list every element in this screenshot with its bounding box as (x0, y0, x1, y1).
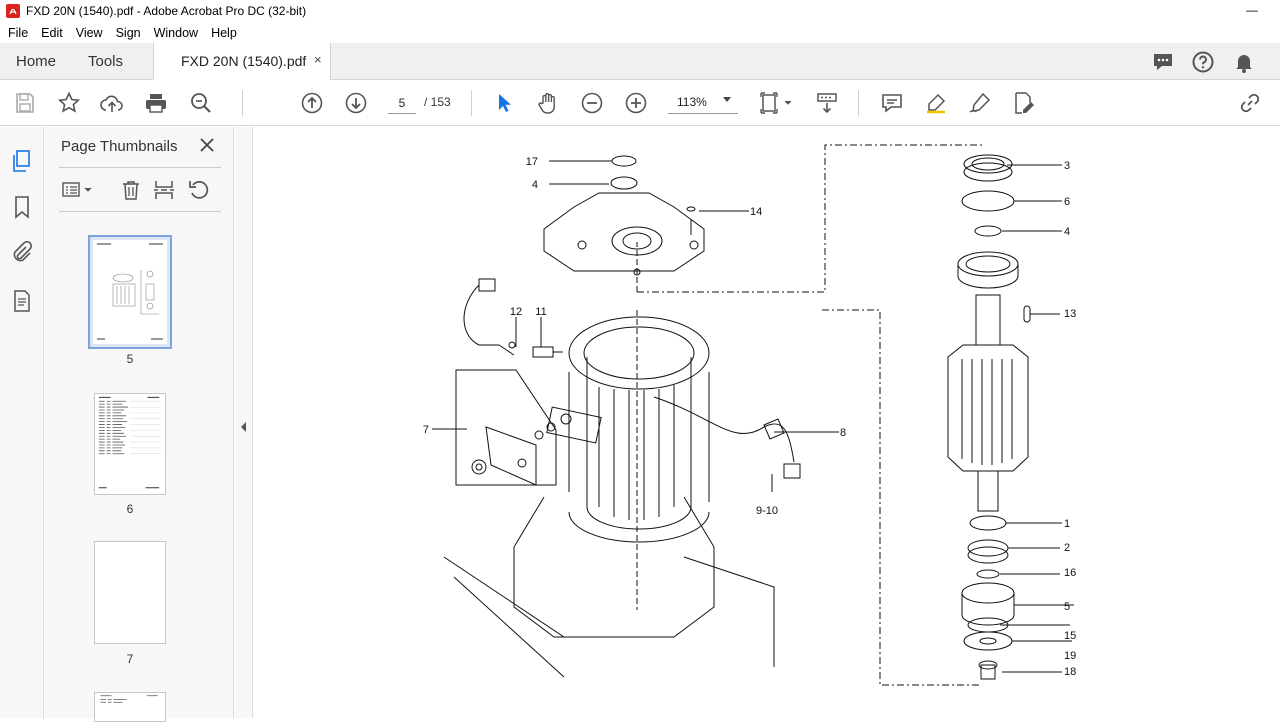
panel-divider (59, 167, 221, 168)
callout-5: 5 (1064, 601, 1070, 613)
callout-16: 16 (1064, 567, 1076, 579)
help-icon[interactable] (1191, 50, 1215, 74)
share-link-icon[interactable] (1238, 91, 1262, 115)
zoom-in-icon[interactable] (624, 91, 648, 115)
tab-home[interactable]: Home (16, 53, 57, 70)
callout-6: 6 (1064, 196, 1070, 208)
thumbnail-page-6-preview (98, 396, 162, 489)
bookmarks-icon[interactable] (10, 195, 34, 219)
callout-8: 8 (840, 427, 846, 439)
title-bar: FXD 20N (1540).pdf - Adobe Acrobat Pro D… (0, 0, 1280, 22)
delete-trash-icon[interactable] (119, 178, 143, 202)
chevron-down-icon (723, 97, 731, 102)
split-pages-icon[interactable] (152, 178, 176, 202)
callout-1: 1 (1064, 518, 1070, 530)
hand-tool-icon[interactable] (536, 91, 560, 115)
minimize-button[interactable]: — (1246, 3, 1258, 17)
callout-7: 7 (423, 424, 429, 436)
thumbnail-label: 7 (126, 652, 134, 666)
select-cursor-icon[interactable] (492, 91, 516, 115)
panel-collapse-handle[interactable] (235, 127, 253, 718)
thumbnail-page-7[interactable] (94, 541, 166, 644)
callout-3: 3 (1064, 160, 1070, 172)
callout-15: 15 (1064, 630, 1076, 642)
zoom-level-value: 113% (677, 95, 707, 109)
add-comment-icon[interactable] (880, 91, 904, 115)
thumbnail-page-8-preview (100, 695, 158, 703)
close-icon[interactable] (197, 135, 217, 155)
callout-17: 17 (526, 156, 538, 168)
callout-4: 4 (532, 179, 538, 191)
tab-close-icon[interactable]: × (314, 52, 322, 67)
thumbnail-options-icon[interactable] (61, 178, 95, 202)
scroll-mode-icon[interactable] (815, 91, 839, 115)
thumbnail-label: 5 (126, 352, 134, 366)
toolbar-separator (242, 90, 243, 116)
menu-bar: File Edit View Sign Window Help (0, 22, 1280, 43)
main-toolbar: / 153 113% (0, 80, 1280, 126)
callout-9-10: 9-10 (756, 505, 778, 517)
window-title: FXD 20N (1540).pdf - Adobe Acrobat Pro D… (26, 4, 307, 18)
tab-document-label: FXD 20N (1540).pdf (181, 53, 307, 69)
edit-pdf-icon[interactable] (1011, 91, 1035, 115)
callout-11: 11 (535, 306, 546, 318)
callout-2: 2 (1064, 542, 1070, 554)
page-number-input[interactable] (388, 92, 416, 114)
toolbar-separator (858, 90, 859, 116)
zoom-out-icon[interactable] (580, 91, 604, 115)
menu-view[interactable]: View (75, 25, 103, 40)
notification-bell-icon[interactable] (1232, 50, 1256, 74)
toolbar-separator (471, 90, 472, 116)
callout-14: 14 (750, 206, 762, 218)
page-fit-icon[interactable] (760, 91, 794, 115)
callout-12: 12 (510, 306, 522, 318)
callout-19: 19 (1064, 650, 1076, 662)
zoom-search-icon[interactable] (189, 91, 213, 115)
page-total: / 153 (424, 95, 451, 109)
attachments-paperclip-icon[interactable] (10, 240, 34, 265)
fill-sign-icon[interactable] (968, 91, 992, 115)
print-icon[interactable] (144, 91, 168, 115)
save-icon[interactable] (13, 91, 37, 115)
exploded-parts-drawing: 17 4 14 12 11 7 8 9-10 3 6 4 13 1 2 16 5… (423, 144, 1076, 686)
comment-bubble-icon[interactable] (1151, 50, 1175, 74)
thumbnail-label: 6 (126, 502, 134, 516)
previous-page-icon[interactable] (300, 91, 324, 115)
panel-divider (59, 211, 221, 212)
tab-bar: Home Tools FXD 20N (1540).pdf × (0, 43, 1280, 81)
thumbnail-page-5[interactable] (88, 235, 172, 349)
menu-sign[interactable]: Sign (115, 25, 141, 40)
menu-edit[interactable]: Edit (41, 25, 63, 40)
cloud-upload-icon[interactable] (100, 91, 124, 115)
document-view[interactable]: 17 4 14 12 11 7 8 9-10 3 6 4 13 1 2 16 5… (254, 127, 1280, 718)
zoom-level-dropdown[interactable]: 113% (668, 92, 738, 114)
tab-document[interactable]: FXD 20N (1540).pdf × (153, 43, 331, 81)
page-thumbnails-panel: Page Thumbnails 5 (45, 127, 270, 722)
menu-window[interactable]: Window (153, 25, 199, 40)
menu-help[interactable]: Help (211, 25, 237, 40)
acrobat-app-icon (6, 4, 20, 18)
panel-title: Page Thumbnails (61, 138, 178, 155)
highlight-pen-icon[interactable] (924, 91, 948, 115)
page-thumbnails-icon[interactable] (10, 149, 34, 173)
left-navigation-rail (0, 127, 44, 718)
menu-file[interactable]: File (8, 25, 29, 40)
callout-18: 18 (1064, 666, 1076, 678)
next-page-icon[interactable] (344, 91, 368, 115)
callout-4: 4 (1064, 226, 1070, 238)
thumbnail-page-6[interactable] (94, 393, 166, 495)
rotate-icon[interactable] (187, 178, 211, 202)
page-content-icon[interactable] (10, 289, 34, 313)
bookmark-star-icon[interactable] (57, 91, 81, 115)
callout-13: 13 (1064, 308, 1076, 320)
drawing-callouts: 17 4 14 12 11 7 8 9-10 3 6 4 13 1 2 16 5… (423, 156, 1076, 678)
thumbnail-page-5-preview (93, 240, 167, 344)
tab-tools[interactable]: Tools (88, 53, 124, 70)
